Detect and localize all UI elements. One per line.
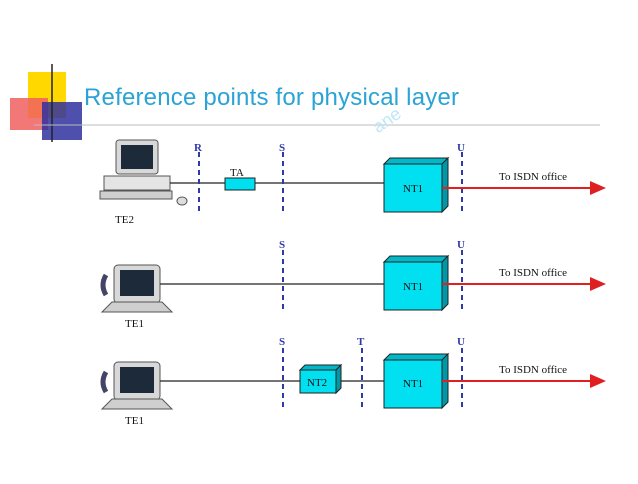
isdn-arrow bbox=[442, 374, 606, 388]
isdn-arrow bbox=[442, 277, 606, 291]
ref-label-u: U bbox=[457, 239, 465, 251]
terminal-label: TE1 bbox=[125, 415, 144, 427]
ref-label-s: S bbox=[279, 336, 285, 348]
nt1-device bbox=[382, 352, 450, 410]
nt2-label: NT2 bbox=[307, 377, 327, 389]
ta-label: TA bbox=[230, 167, 244, 179]
computer-icon bbox=[99, 139, 188, 206]
terminal-label: TE1 bbox=[125, 318, 144, 330]
ref-label-u: U bbox=[457, 336, 465, 348]
ref-label-r: R bbox=[194, 142, 203, 154]
ta-device bbox=[224, 177, 256, 191]
destination-label: To ISDN office bbox=[499, 267, 567, 279]
terminal-icon bbox=[100, 361, 174, 410]
ref-label-t: T bbox=[357, 336, 365, 348]
terminal-label: TE2 bbox=[115, 214, 134, 226]
ref-label-u: U bbox=[457, 142, 465, 154]
destination-label: To ISDN office bbox=[499, 171, 567, 183]
row-2 bbox=[100, 250, 606, 313]
row-3 bbox=[100, 348, 606, 410]
ref-label-s: S bbox=[279, 239, 285, 251]
terminal-icon bbox=[100, 264, 174, 313]
nt1-device bbox=[382, 156, 450, 214]
nt1-label: NT1 bbox=[403, 378, 423, 390]
destination-label: To ISDN office bbox=[499, 364, 567, 376]
slide-decoration bbox=[10, 64, 600, 142]
row-1 bbox=[99, 139, 606, 214]
slide-title: Reference points for physical layer bbox=[84, 84, 460, 111]
nt1-label: NT1 bbox=[403, 183, 423, 195]
isdn-arrow bbox=[442, 181, 606, 195]
nt2-device bbox=[298, 363, 343, 395]
ref-label-s: S bbox=[279, 142, 285, 154]
nt1-label: NT1 bbox=[403, 281, 423, 293]
